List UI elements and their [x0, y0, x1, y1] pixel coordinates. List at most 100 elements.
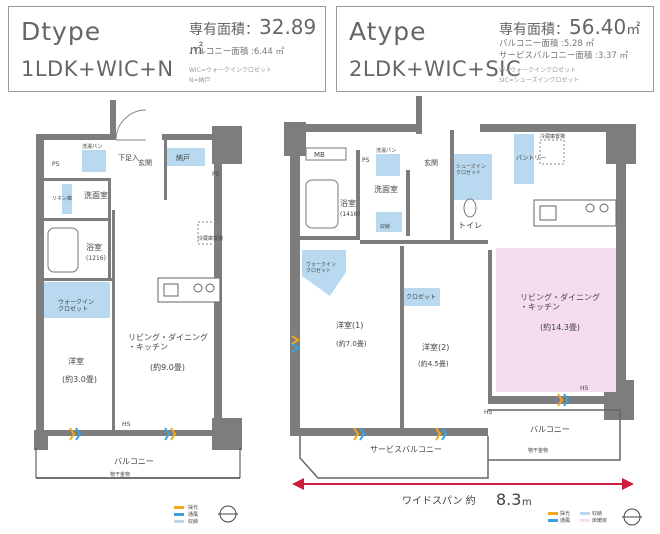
atype-wic-fill [302, 250, 346, 296]
atype-label-pantry: パントリー [516, 155, 546, 162]
atype-mb-box [305, 147, 347, 161]
atype-service-balcony-area: サービスバルコニー面積 :3.37 ㎡ [499, 51, 629, 61]
dtype-door-entry [115, 109, 147, 141]
atype-washer [376, 154, 400, 176]
atype-label-okite: 物干金物 [528, 447, 548, 454]
atype-label-mb: MB [314, 151, 325, 159]
atype-label-service-balcony: サービスバルコニー [370, 445, 442, 454]
dtype-label-shitsu: 下足入 [118, 154, 139, 162]
atype-pantry-fill [514, 134, 534, 184]
atype-wall-ldk-bottom [488, 396, 626, 404]
dtype-burner1 [193, 283, 203, 293]
dtype-wall-int5 [112, 210, 115, 430]
atype-service-balcony-outline [299, 436, 489, 479]
atype-label-genkan: 玄関 [424, 158, 438, 167]
atype-header: Atype 2LDK+WIC+SIC 専有面積：56.40㎡ バルコニー面積 :… [336, 6, 654, 92]
atype-sink [539, 205, 557, 221]
dtype-label-yoshitsu: 洋室 [68, 356, 84, 366]
atype-wall-int1 [300, 236, 360, 240]
atype-wall-int4 [400, 246, 404, 432]
dtype-type-name: Dtype [21, 17, 102, 46]
atype-wall-left [290, 124, 300, 436]
atype-fridge [539, 139, 565, 165]
dtype-label-yoku: 浴室 [86, 242, 102, 252]
atype-wide-span-arrow [292, 478, 634, 490]
atype-wall-top-right [480, 124, 626, 132]
dtype-legend: 採光 通風 収納 [174, 504, 238, 525]
dtype-label-ps2: PS [212, 171, 220, 178]
dtype-label-senmen: 洗面室 [84, 190, 108, 200]
atype-burner2 [599, 203, 609, 213]
svg-text:通風: 通風 [560, 517, 570, 524]
atype-bathtub [305, 179, 339, 229]
atype-closet-fill [404, 288, 440, 306]
dtype-label-yoku-size: (1216) [86, 255, 106, 262]
dtype-column-top [212, 126, 242, 164]
atype-label-reizo: 冷蔵庫置場 [540, 133, 565, 140]
dtype-label-genkan: 玄関 [138, 158, 152, 167]
svg-text:通風: 通風 [188, 511, 198, 518]
dtype-wall-int4 [44, 278, 112, 281]
dtype-label-ldk: リビング・ダイニング・キッチン [128, 332, 208, 352]
atype-label-hs2: HS [580, 385, 589, 392]
atype-label-r1: 洋室(1) [336, 320, 363, 330]
dtype-label-okite: 物干金物 [110, 471, 130, 478]
atype-type-name: Atype [349, 17, 427, 46]
dtype-wall-left [36, 134, 44, 430]
dtype-window-indicators [69, 427, 177, 441]
dtype-column-right [212, 418, 242, 450]
dtype-label-linen: リネン庫 [52, 195, 72, 202]
atype-wall-int2 [356, 150, 360, 240]
svg-text:床暖房: 床暖房 [592, 517, 607, 524]
atype-wall-int7 [360, 240, 488, 244]
dtype-wall-int6 [164, 140, 167, 200]
dtype-wall-top-right [162, 134, 222, 140]
atype-area: 専有面積：56.40㎡ [499, 15, 641, 39]
atype-label-closet: クロゼット [406, 293, 436, 301]
dtype-wic-fill [44, 282, 110, 318]
atype-label-r2: 洋室(2) [422, 342, 449, 352]
atype-legend: 採光 通風 収納 床暖房 [548, 508, 642, 526]
dtype-label-yoshitsu-size: (約3.0畳) [62, 374, 97, 384]
atype-label-r2-size: (約4.5畳) [418, 359, 449, 368]
dtype-area: 専有面積：32.89㎡ [189, 15, 317, 58]
atype-label-ldk: リビング・ダイニング・キッチン [520, 292, 600, 312]
atype-label-yoku: 浴室 [340, 198, 356, 208]
dtype-plan: 下足入 玄関 納戸 PS PS 洗濯パン 洗面室 リネン庫 浴室 (1216) … [34, 100, 242, 525]
atype-window-indicators [291, 335, 570, 441]
atype-label-wide-span-value: 8.3 [496, 490, 521, 509]
atype-wall-entry [416, 96, 422, 134]
dtype-wall-top-left [36, 134, 112, 140]
dtype-sink [163, 283, 179, 297]
dtype-note-n: N=納戸 [189, 77, 211, 84]
dtype-label-ps1: PS [52, 161, 60, 168]
dtype-nando-fill [167, 148, 205, 166]
dtype-header: Dtype 1LDK+WIC+N 専有面積：32.89㎡ バルコニー面積 :6.… [8, 6, 326, 92]
svg-text:採光: 採光 [188, 504, 198, 511]
atype-wall-int5 [450, 130, 454, 240]
atype-label-balcony: バルコニー [530, 425, 570, 434]
atype-layout: 2LDK+WIC+SIC [349, 57, 522, 81]
atype-wall-int3 [406, 170, 410, 236]
dtype-label-hs: HS [122, 421, 131, 428]
atype-label-r1-size: (約7.0畳) [336, 339, 367, 348]
atype-balcony-outline [488, 409, 621, 461]
dtype-note-wic: WIC=ウォークインクロゼット [189, 67, 272, 74]
atype-plan: MB PS 洗濯パン 玄関 シューズインクロゼット パントリー 冷蔵庫置場 浴室… [284, 96, 642, 526]
dtype-wall-int1 [44, 178, 110, 181]
dtype-label-balcony: バルコニー [114, 457, 154, 466]
atype-column-top-right [606, 124, 636, 164]
svg-text:採光: 採光 [560, 510, 570, 517]
atype-linen [376, 212, 402, 232]
atype-burner1 [585, 203, 595, 213]
dtype-label-nando: 納戸 [176, 153, 190, 162]
dtype-layout: 1LDK+WIC+N [21, 57, 174, 81]
dtype-fridge [197, 221, 217, 245]
dtype-bathtub [47, 227, 79, 273]
atype-balcony-area: バルコニー面積 :5.28 ㎡ [499, 39, 595, 49]
dtype-wall-bottom [36, 430, 222, 436]
dtype-balcony-area: バルコニー面積 :6.44 ㎡ [189, 47, 285, 57]
atype-label-toilet: トイレ [458, 221, 482, 230]
dtype-linen [62, 184, 72, 214]
